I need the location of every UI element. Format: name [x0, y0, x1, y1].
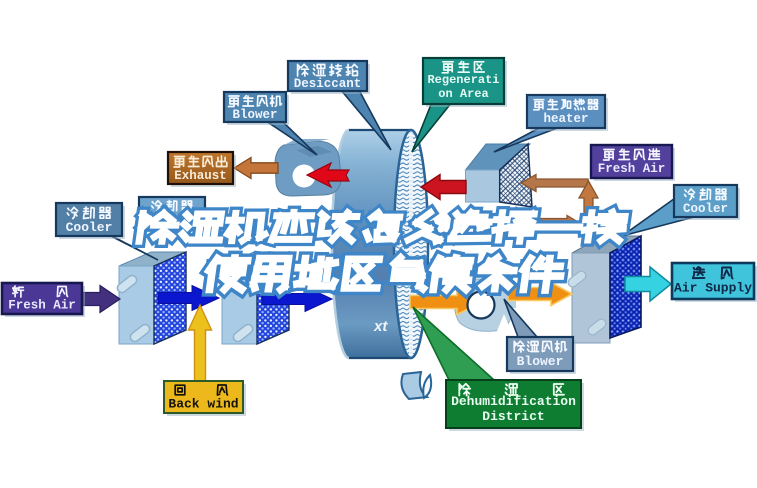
svg-text:on Area: on Area	[438, 87, 488, 101]
svg-text:Cooler: Cooler	[66, 220, 113, 235]
svg-text:District: District	[482, 409, 544, 424]
svg-text:xt: xt	[373, 318, 388, 335]
svg-text:Fresh Air: Fresh Air	[598, 162, 666, 176]
svg-text:Exhaust: Exhaust	[174, 169, 227, 183]
svg-text:Blower: Blower	[517, 354, 564, 369]
svg-text:Regenerati: Regenerati	[427, 73, 499, 87]
svg-text:heater: heater	[543, 112, 588, 126]
svg-text:Back wind: Back wind	[168, 397, 238, 412]
svg-text:Air Supply: Air Supply	[674, 281, 752, 296]
svg-text:Desiccant: Desiccant	[294, 77, 362, 91]
svg-text:Cooler: Cooler	[683, 202, 728, 216]
svg-text:Blower: Blower	[232, 108, 277, 122]
svg-text:Fresh Air: Fresh Air	[8, 299, 76, 313]
svg-text:Dehumidification: Dehumidification	[451, 394, 576, 409]
